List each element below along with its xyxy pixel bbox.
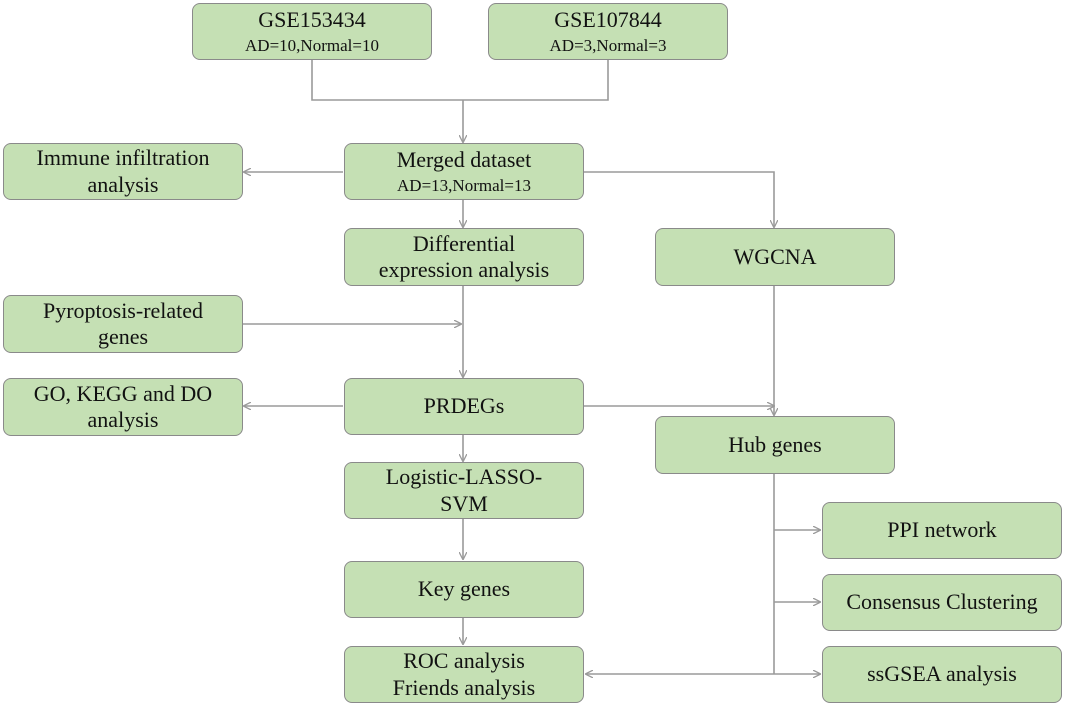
node-pyroptosis-line1: Pyroptosis-related <box>42 297 204 323</box>
node-merged-title: Merged dataset <box>396 147 532 173</box>
node-ppi-label: PPI network <box>887 517 997 543</box>
node-consensus-clustering: Consensus Clustering <box>822 574 1062 631</box>
node-immune-infiltration: Immune infiltration analysis <box>3 143 243 200</box>
node-consensus-label: Consensus Clustering <box>846 589 1038 615</box>
arrow-merged-to-wgcna <box>584 171 774 227</box>
node-gse107844-subtitle: AD=3,Normal=3 <box>549 35 667 55</box>
node-merged-subtitle: AD=13,Normal=13 <box>397 175 531 195</box>
node-gse153434-title: GSE153434 <box>258 7 366 33</box>
node-pyroptosis-line2: genes <box>97 324 149 349</box>
node-gse107844: GSE107844 AD=3,Normal=3 <box>488 3 728 60</box>
node-merged-dataset: Merged dataset AD=13,Normal=13 <box>344 143 584 200</box>
node-ssgsea-label: ssGSEA analysis <box>867 661 1017 687</box>
node-roc-line2: Friends analysis <box>392 674 536 700</box>
node-logistic-lasso-svm: Logistic-LASSO- SVM <box>344 462 584 519</box>
node-wgcna: WGCNA <box>655 228 895 286</box>
node-prdegs: PRDEGs <box>344 378 584 435</box>
node-go-kegg-do: GO, KEGG and DO analysis <box>3 378 243 436</box>
node-roc-analysis: ROC analysis Friends analysis <box>344 646 584 703</box>
node-immune-line2: analysis <box>87 171 159 197</box>
join-gse-lines <box>311 60 609 101</box>
node-differential-line1: Differential <box>412 230 516 256</box>
node-pyroptosis-genes: Pyroptosis-related genes <box>3 295 243 353</box>
node-go-line2: analysis <box>87 407 159 432</box>
node-roc-line1: ROC analysis <box>403 648 525 674</box>
node-logistic-line2: SVM <box>440 490 488 516</box>
node-logistic-line1: Logistic-LASSO- <box>385 464 543 490</box>
node-hub-label: Hub genes <box>728 431 822 457</box>
node-key-label: Key genes <box>417 576 511 602</box>
node-prdegs-label: PRDEGs <box>423 393 505 419</box>
node-go-line1: GO, KEGG and DO <box>33 380 213 406</box>
node-ssgsea-analysis: ssGSEA analysis <box>822 646 1062 703</box>
node-differential-expression: Differential expression analysis <box>344 228 584 286</box>
node-hub-genes: Hub genes <box>655 416 895 474</box>
node-gse153434: GSE153434 AD=10,Normal=10 <box>192 3 432 60</box>
node-wgcna-label: WGCNA <box>733 243 817 269</box>
node-gse107844-title: GSE107844 <box>554 7 662 33</box>
node-ppi-network: PPI network <box>822 502 1062 559</box>
node-immune-line1: Immune infiltration <box>36 145 210 171</box>
node-gse153434-subtitle: AD=10,Normal=10 <box>245 35 379 55</box>
node-key-genes: Key genes <box>344 561 584 618</box>
node-differential-line2: expression analysis <box>378 257 550 282</box>
